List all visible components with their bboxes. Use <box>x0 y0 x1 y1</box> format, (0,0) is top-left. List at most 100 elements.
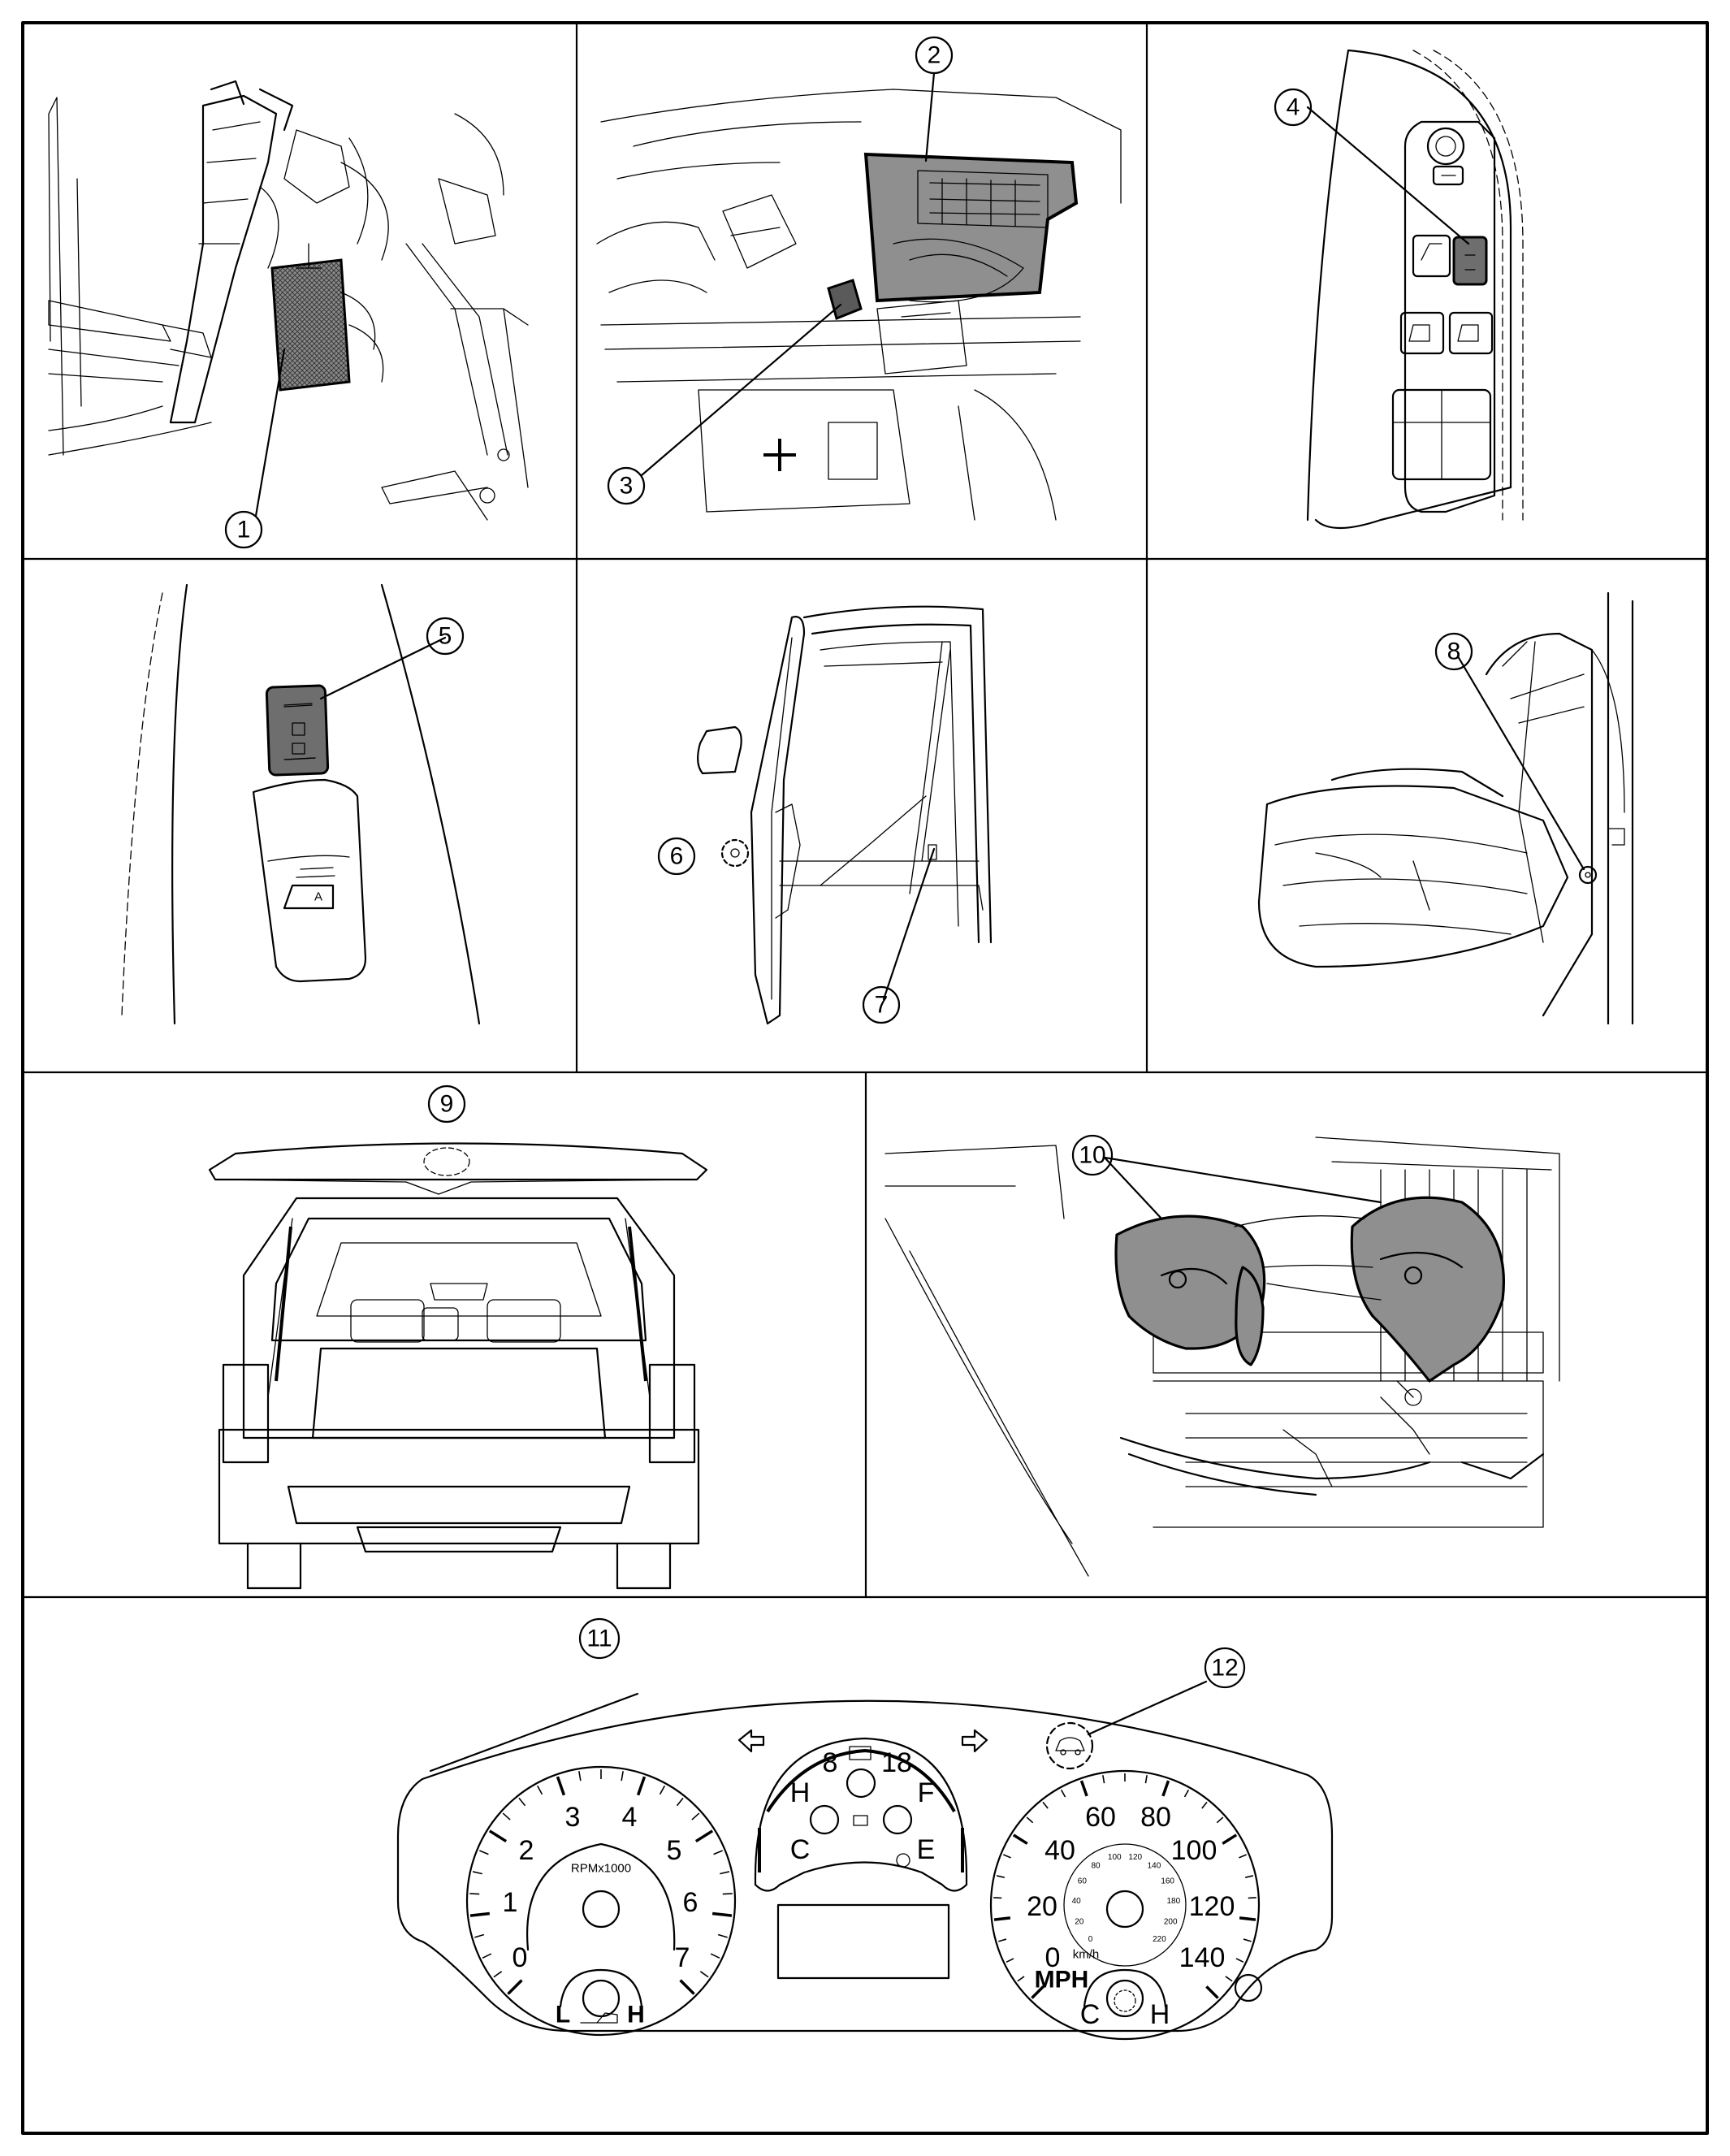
dial-tick <box>1012 1833 1028 1845</box>
mph-20: 20 <box>1027 1891 1057 1922</box>
svg-text:1: 1 <box>237 517 251 543</box>
dial-tick <box>1205 1985 1219 1999</box>
kmh-unit: km/h <box>1073 1948 1100 1962</box>
mph-60: 60 <box>1085 1802 1116 1833</box>
dial-tick <box>1042 1801 1049 1809</box>
dial-tick <box>1216 1816 1224 1824</box>
panel-11-combination-meter: RPMx1000 0 1 2 3 4 5 6 7 L H 8 18 H C <box>396 1680 1334 2041</box>
dial-tick <box>1060 1789 1066 1798</box>
kmh-mark: 60 <box>1078 1877 1088 1886</box>
tach-5: 5 <box>667 1835 682 1866</box>
dial-tick <box>1006 1958 1014 1963</box>
volt-high: 18 <box>881 1747 912 1778</box>
svg-text:3: 3 <box>620 473 634 500</box>
dial-tick <box>507 1979 523 1995</box>
dial-tick <box>1183 1789 1190 1798</box>
panel-2-ipdm <box>596 71 1122 521</box>
dial-tick <box>691 1812 700 1820</box>
tach-3: 3 <box>565 1802 581 1833</box>
tach-6: 6 <box>683 1887 698 1918</box>
mph-80: 80 <box>1140 1802 1171 1833</box>
panel-10-horns <box>884 1136 1560 1577</box>
dial-tick <box>493 1971 503 1978</box>
kmh-mark: 0 <box>1088 1935 1093 1944</box>
dial-tick <box>502 1812 511 1820</box>
dial-tick <box>1079 1780 1088 1797</box>
mph-140: 140 <box>1179 1942 1226 1973</box>
dial-tick <box>699 1971 709 1978</box>
dial-tick <box>556 1776 566 1796</box>
panel-9-liftgate <box>208 1142 708 1590</box>
callouts: 1 2 3 4 5 6 7 8 9 10 11 12 <box>224 36 1473 1689</box>
callout-6: 6 <box>657 837 696 876</box>
svg-text:A: A <box>314 890 322 904</box>
kmh-mark: 80 <box>1091 1861 1101 1870</box>
svg-text:11: 11 <box>586 1626 612 1652</box>
callout-8: 8 <box>1434 632 1473 671</box>
kmh-mark: 40 <box>1072 1897 1082 1906</box>
mph-120: 120 <box>1189 1891 1235 1922</box>
dial-tick <box>1222 1833 1238 1845</box>
dial-tick <box>679 1979 695 1995</box>
dial-tick <box>998 1938 1007 1942</box>
dial-tick <box>694 1829 714 1843</box>
dial-tick <box>1031 1985 1044 1999</box>
dial-tick <box>713 1850 723 1855</box>
mph-0: 0 <box>1045 1942 1061 1973</box>
dial-tick <box>1243 1938 1252 1942</box>
tach-0: 0 <box>513 1942 528 1973</box>
dial-tick <box>479 1850 489 1855</box>
callout-10: 10 <box>1071 1134 1114 1176</box>
svg-text:8: 8 <box>1447 639 1461 665</box>
panel-5-door-switch: A <box>121 583 481 1025</box>
svg-text:9: 9 <box>440 1091 454 1118</box>
panel-4-door-switch <box>1306 49 1524 530</box>
panel-6-7-door <box>697 605 993 1025</box>
mph-40: 40 <box>1044 1835 1075 1866</box>
dial-tick <box>659 1785 666 1795</box>
callout-5: 5 <box>426 617 465 656</box>
speedo-temp-hot: H <box>1150 1999 1170 2030</box>
svg-text:4: 4 <box>1287 94 1300 121</box>
dial-tick <box>720 1871 730 1875</box>
svg-text:2: 2 <box>928 42 941 69</box>
dial-tick <box>1239 1916 1256 1921</box>
dial-tick <box>621 1771 624 1782</box>
dial-tick <box>1201 1801 1208 1809</box>
dial-tick <box>518 1797 526 1807</box>
kmh-mark: 220 <box>1153 1935 1166 1944</box>
tach-unit: RPMx1000 <box>571 1862 631 1876</box>
callout-9: 9 <box>427 1084 466 1123</box>
dial-tick <box>1102 1775 1105 1784</box>
panel-frame <box>21 21 1709 2135</box>
kmh-mark: 160 <box>1161 1877 1174 1886</box>
tachometer: RPMx1000 0 1 2 3 4 5 6 7 L H <box>465 1765 737 2037</box>
temp-hot: H <box>790 1777 811 1808</box>
kmh-mark: 200 <box>1164 1917 1178 1926</box>
callout-7: 7 <box>862 985 901 1024</box>
dial-tick <box>1144 1775 1148 1784</box>
tach-1: 1 <box>503 1887 518 1918</box>
fuel-full: F <box>918 1777 935 1808</box>
svg-text:6: 6 <box>670 843 684 870</box>
dial-tick <box>1239 1854 1247 1859</box>
dial-tick <box>996 1875 1005 1878</box>
volt-low: 8 <box>823 1747 838 1778</box>
callout-4: 4 <box>1274 88 1313 127</box>
dial-tick <box>1026 1816 1034 1824</box>
dial-tick <box>1235 1958 1244 1963</box>
mph-100: 100 <box>1171 1835 1217 1866</box>
panel-8-rear-seat <box>1257 591 1634 1025</box>
kmh-mark: 180 <box>1167 1897 1181 1906</box>
svg-text:5: 5 <box>439 623 452 650</box>
tach-4: 4 <box>622 1802 638 1833</box>
callout-3: 3 <box>607 466 646 505</box>
dial-tick <box>1161 1780 1170 1797</box>
oil-low-label: L <box>556 2002 570 2028</box>
dial-tick <box>636 1776 647 1796</box>
dial-tick <box>1003 1854 1011 1859</box>
callout-11: 11 <box>578 1617 621 1660</box>
speedo-temp-cold: C <box>1080 1999 1101 2030</box>
dial-tick <box>469 1911 491 1917</box>
